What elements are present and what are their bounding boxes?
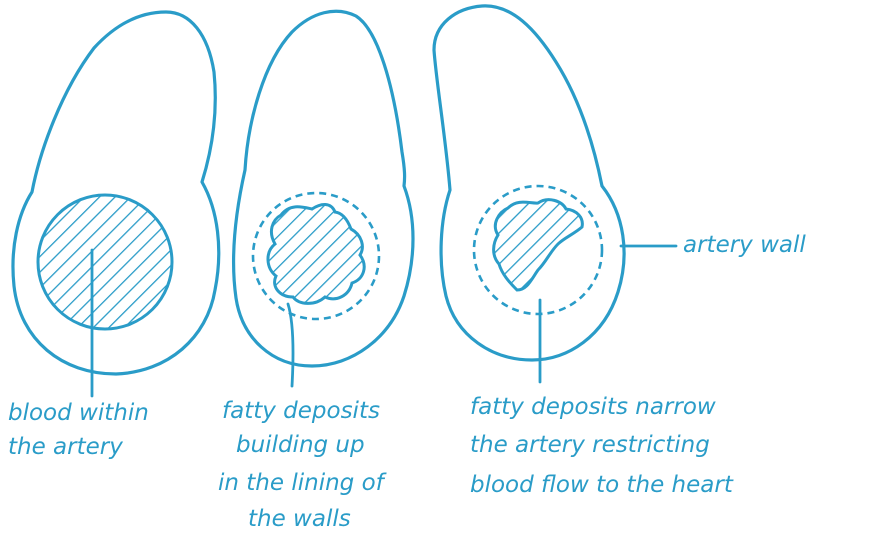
label-fatty-narrow-line-2: the artery restricting xyxy=(470,432,710,458)
artery-healthy-lumen xyxy=(38,195,172,329)
artery-narrowed xyxy=(434,6,676,382)
label-fatty-build-line-1: fatty deposits xyxy=(222,398,380,424)
label-fatty-build-line-3: in the lining of xyxy=(218,470,387,496)
artery-early-outer-tube xyxy=(234,11,413,366)
artery-narrowed-outer-tube xyxy=(434,6,624,360)
label-fatty-build-line-4: the walls xyxy=(248,506,351,532)
artery-early-deposits xyxy=(234,11,413,386)
artery-early-pointer xyxy=(288,304,293,386)
label-fatty-narrow-line-1: fatty deposits narrow xyxy=(470,394,716,420)
label-fatty-building-up: fatty deposits building up in the lining… xyxy=(218,398,387,532)
artery-narrowed-blood-fill xyxy=(485,190,590,300)
artery-healthy xyxy=(13,12,219,396)
label-blood-line-2: the artery xyxy=(8,434,123,460)
artery-early-blood-fill xyxy=(260,195,370,310)
label-blood-line-1: blood within xyxy=(8,400,149,426)
label-blood-within-artery: blood within the artery xyxy=(8,400,149,460)
label-fatty-narrow-line-3: blood flow to the heart xyxy=(470,472,734,498)
label-fatty-build-line-2: building up xyxy=(236,432,365,458)
label-fatty-narrow: fatty deposits narrow the artery restric… xyxy=(470,394,734,498)
label-artery-wall: artery wall xyxy=(683,232,806,258)
